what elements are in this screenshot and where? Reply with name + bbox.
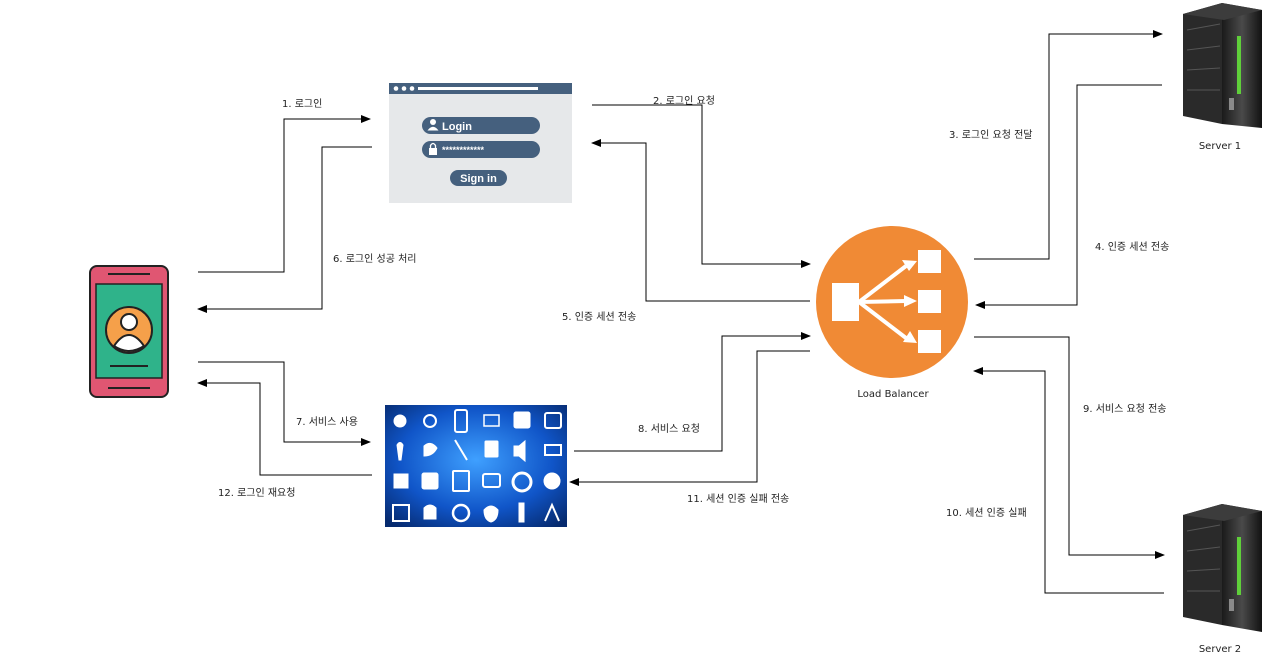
edge-label-8: 8. 서비스 요청: [638, 424, 700, 435]
username-field: [422, 117, 540, 134]
edge-4-send-session: [975, 84, 1162, 309]
edges: [197, 30, 1165, 594]
edge-label-10: 10. 세션 인증 실패: [946, 508, 1027, 519]
sign-in-label: Sign in: [460, 173, 497, 185]
username-label: Login: [442, 121, 472, 133]
lock-icon: [429, 142, 437, 155]
edge-3-forward-login: [974, 30, 1163, 260]
edge-label-2: 2. 로그인 요청: [653, 96, 715, 107]
edge-label-4: 4. 인증 세션 전송: [1095, 242, 1170, 253]
sign-in-button: [450, 170, 507, 186]
edge-label-7: 7. 서비스 사용: [296, 417, 358, 428]
social-media-icons-grid: [385, 405, 567, 527]
edge-8-service-request: [574, 332, 811, 452]
edge-12-relogin: [197, 379, 372, 476]
phone-icon: [89, 265, 169, 398]
edge-9-forward-service: [974, 336, 1165, 559]
edge-label-5: 5. 인증 세션 전송: [562, 312, 637, 323]
edge-label-1: 1. 로그인: [282, 99, 323, 110]
edge-label-9: 9. 서비스 요청 전송: [1083, 404, 1167, 415]
edge-label-6: 6. 로그인 성공 처리: [333, 254, 417, 265]
edge-5-auth-session: [591, 139, 810, 302]
edge-label-11: 11. 세션 인증 실패 전송: [687, 494, 790, 505]
password-value: ************: [442, 145, 485, 155]
user-avatar-icon: [105, 306, 153, 354]
edge-2-login-request: [592, 104, 811, 268]
edge-11-session-fail-send: [569, 350, 810, 486]
edge-10-session-fail: [973, 367, 1164, 594]
browser-window-icon: Login ************ Sign in: [389, 83, 572, 203]
load-balancer-icon: [816, 226, 968, 378]
load-balancer-label: Load Balancer: [857, 389, 929, 400]
password-field: [422, 141, 540, 158]
edge-label-3: 3. 로그인 요청 전달: [949, 130, 1033, 141]
server-rack-icon: [1183, 3, 1262, 128]
edge-6-login-success: [197, 146, 372, 313]
user-icon: [427, 119, 439, 131]
edge-7-use-service: [198, 361, 371, 446]
server1-label: Server 1: [1198, 141, 1242, 152]
server2-label: Server 2: [1198, 644, 1242, 655]
edge-label-12: 12. 로그인 재요청: [218, 488, 296, 499]
server-rack-icon: [1183, 504, 1262, 632]
edge-1-login: [198, 115, 371, 273]
